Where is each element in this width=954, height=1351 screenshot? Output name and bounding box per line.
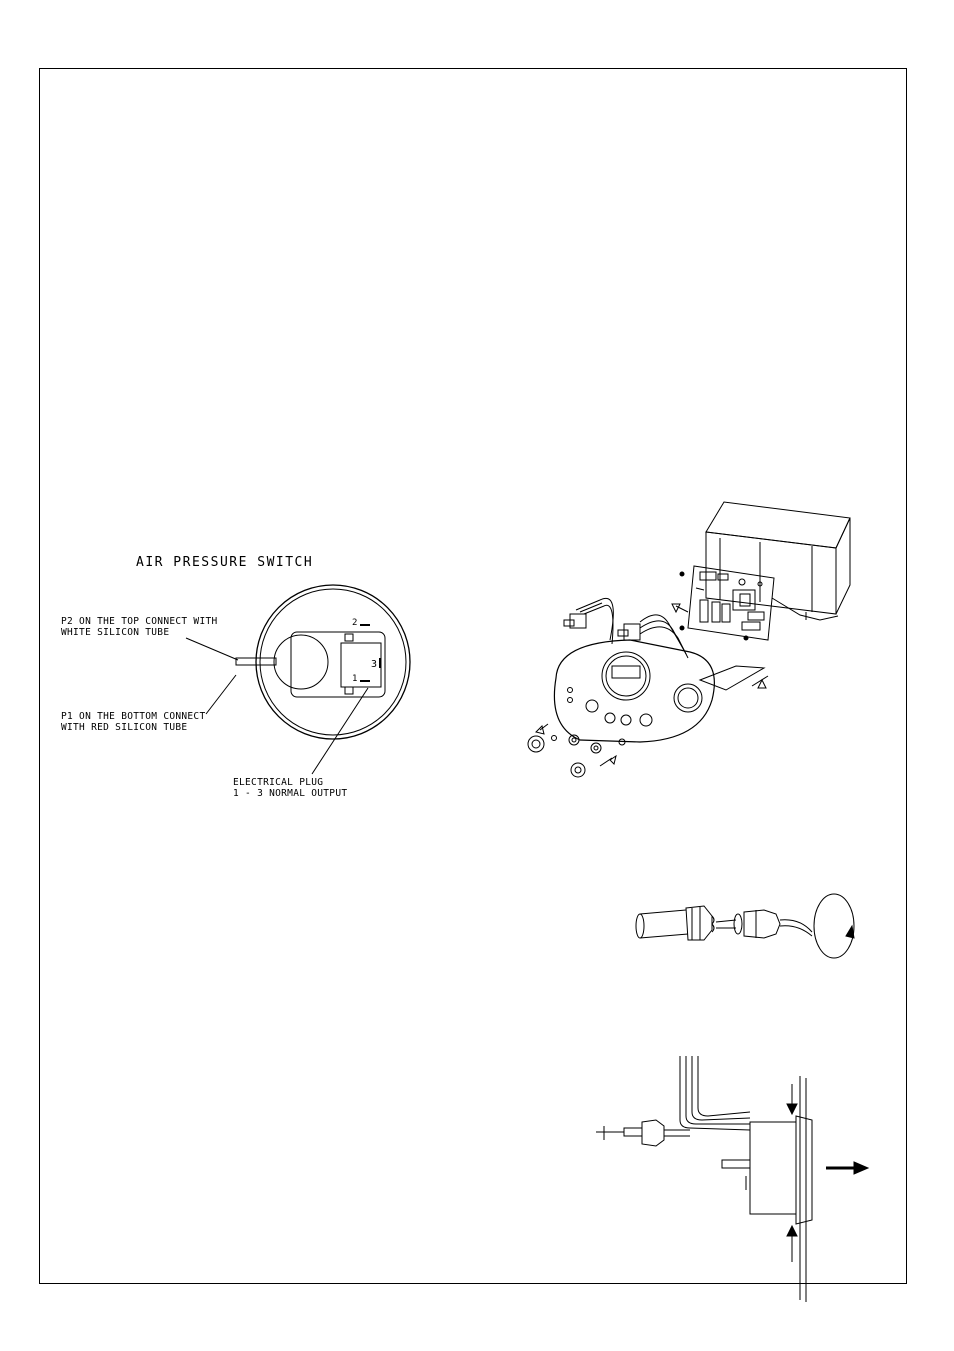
page-frame <box>39 68 907 1284</box>
p1-label-line2: WITH RED SILICON TUBE <box>61 722 188 733</box>
p2-label-line2: WHITE SILICON TUBE <box>61 627 170 638</box>
air-pressure-switch-title: AIR PRESSURE SWITCH <box>136 555 314 570</box>
p2-label-line1: P2 ON THE TOP CONNECT WITH <box>61 616 218 627</box>
air-pressure-switch-drawing <box>185 584 411 775</box>
plug-label-line1: ELECTRICAL PLUG <box>233 777 324 788</box>
terminal-1-label: 1 <box>352 674 358 684</box>
terminal-3-label: 3 <box>371 659 378 670</box>
rocker-switch-drawing <box>596 1056 870 1302</box>
control-panel-exploded-drawing <box>527 501 851 778</box>
plug-label-line2: 1 - 3 NORMAL OUTPUT <box>233 788 348 799</box>
p1-label-line1: P1 ON THE BOTTOM CONNECT <box>61 711 206 722</box>
sensor-fitting-drawing <box>635 893 855 959</box>
terminal-2-label: 2 <box>352 618 358 628</box>
